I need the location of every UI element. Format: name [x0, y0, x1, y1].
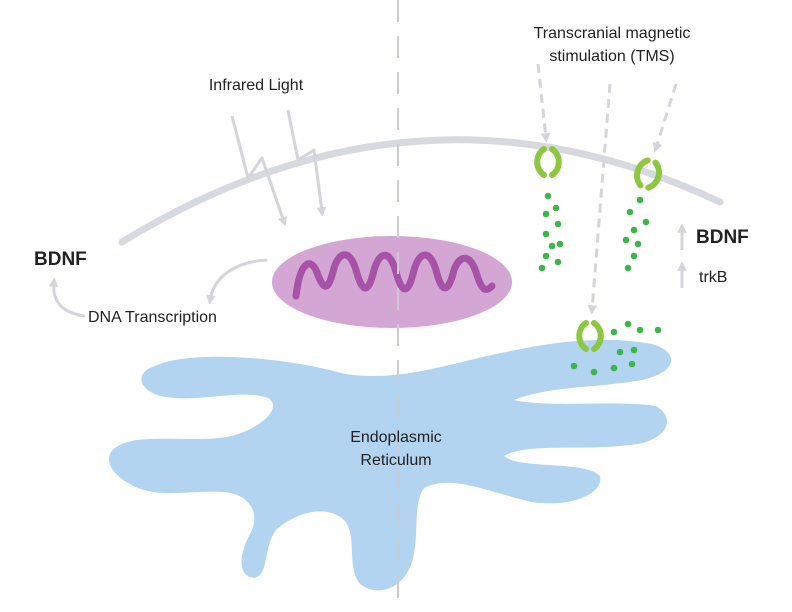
lightning-arrow-icon [230, 115, 287, 227]
cell-membrane [118, 136, 724, 246]
er-label-line1: Endoplasmic [350, 429, 442, 446]
trkb-label: trkB [699, 269, 727, 286]
mitochondrion-cristae [292, 251, 496, 300]
receptor-icon [634, 157, 662, 191]
endoplasmic-reticulum [108, 339, 672, 591]
receptor-icon [576, 320, 604, 352]
infrared-light-label: Infrared Light [209, 77, 304, 94]
lightning-arrow-icon [286, 109, 327, 217]
tms-label-line2: stimulation (TMS) [549, 48, 674, 65]
receptor-icon [534, 146, 562, 178]
bdnf-left-label: BDNF [34, 249, 87, 270]
tms-arrow [587, 83, 612, 315]
er-label-line2: Reticulum [360, 452, 431, 469]
bdnf-output-arrow [48, 277, 86, 318]
tms-label-line1: Transcranial magnetic [534, 25, 691, 42]
mitochondrion [272, 236, 512, 328]
bdnf-right-label: BDNF [696, 227, 749, 248]
tms-arrow [652, 83, 678, 153]
tms-arrow [536, 63, 551, 143]
dna-transcription-label: DNA Transcription [88, 309, 217, 326]
transcription-arrow [206, 258, 268, 305]
molecule-dots [538, 192, 662, 376]
